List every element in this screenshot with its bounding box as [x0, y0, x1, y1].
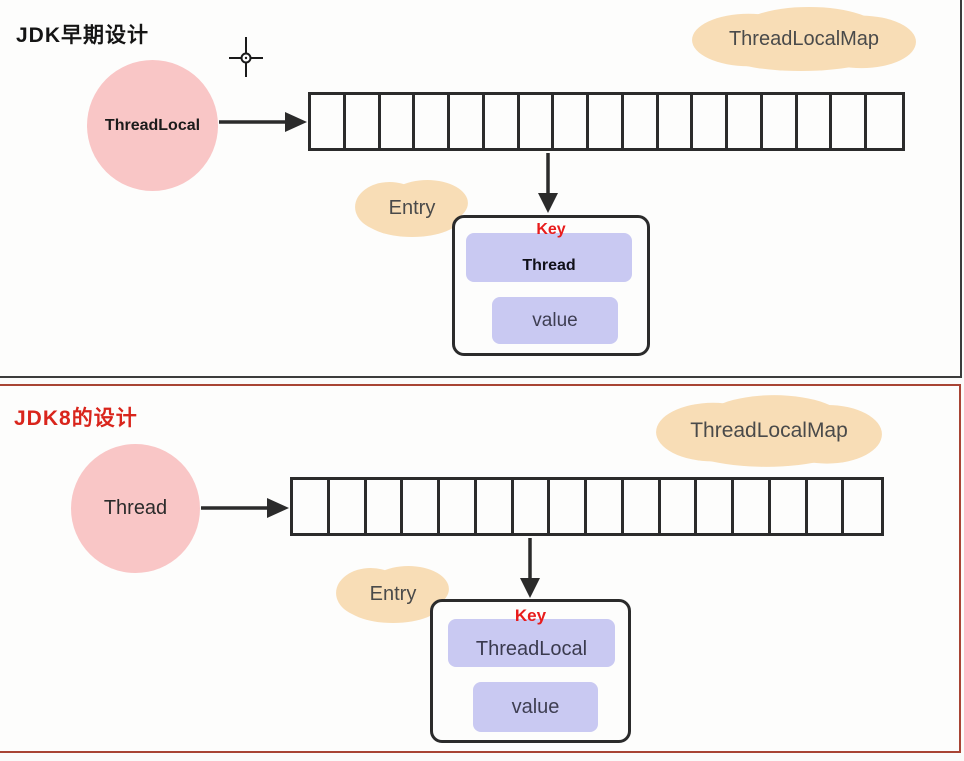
key-value-box-jdk8: ThreadLocal — [448, 619, 615, 667]
hash-array — [308, 92, 905, 151]
array-cell — [728, 95, 763, 148]
thread-circle: Thread — [71, 444, 200, 573]
value-label-jdk8: value — [511, 695, 560, 718]
threadlocal-circle-label: ThreadLocal — [104, 116, 201, 134]
array-cell — [587, 480, 624, 533]
array-cell — [367, 480, 404, 533]
entry-label: Entry — [388, 196, 436, 219]
array-cell — [661, 480, 698, 533]
array-cell — [734, 480, 771, 533]
cloud-shape — [336, 566, 449, 623]
array-cell — [520, 95, 555, 148]
crosshair-cursor-icon — [229, 37, 263, 77]
array-cell — [440, 480, 477, 533]
arrow-right-icon — [219, 112, 307, 132]
cloud-shape — [656, 395, 882, 467]
array-cell — [659, 95, 694, 148]
key-value-label-jdk8: ThreadLocal — [475, 638, 588, 660]
threadlocalmap-label-jdk8: ThreadLocalMap — [690, 419, 848, 442]
threadlocal-circle: ThreadLocal — [87, 60, 218, 191]
array-cell — [514, 480, 551, 533]
array-cell — [867, 95, 902, 148]
threadlocalmap-label: ThreadLocalMap — [728, 27, 880, 50]
array-cell — [808, 480, 845, 533]
array-cell — [697, 480, 734, 533]
key-value-box: Thread — [466, 233, 632, 282]
array-cell — [844, 480, 881, 533]
entry-label-jdk8: Entry — [369, 582, 417, 605]
array-cell — [771, 480, 808, 533]
array-cell — [832, 95, 868, 148]
thread-circle-label: Thread — [103, 497, 168, 519]
arrow-down-icon — [538, 153, 558, 213]
array-cell — [624, 480, 661, 533]
threadlocalmap-cloud: ThreadLocalMap — [688, 5, 920, 73]
arrow-right-icon-jdk8 — [201, 498, 289, 518]
array-cell — [381, 95, 416, 148]
array-cell — [293, 480, 330, 533]
array-cell — [450, 95, 485, 148]
array-cell — [330, 480, 367, 533]
array-cell — [589, 95, 624, 148]
arrow-down-icon-jdk8 — [520, 538, 540, 598]
array-cell — [624, 95, 659, 148]
panel-early-title: JDK早期设计 — [16, 24, 150, 47]
key-value-label: Thread — [522, 257, 576, 274]
array-cell — [798, 95, 833, 148]
array-cell — [485, 95, 520, 148]
cloud-shape — [355, 180, 468, 237]
array-cell — [403, 480, 440, 533]
array-cell — [311, 95, 346, 148]
panel-jdk8-title: JDK8的设计 — [14, 407, 138, 430]
key-label-jdk8: Key — [514, 606, 547, 625]
hash-array-jdk8 — [290, 477, 884, 536]
array-cell — [554, 95, 590, 148]
entry-cloud-jdk8: Entry — [332, 563, 454, 625]
cloud-shape — [692, 6, 916, 72]
array-cell — [550, 480, 587, 533]
array-cell — [477, 480, 514, 533]
array-cell — [415, 95, 451, 148]
key-label: Key — [536, 221, 566, 238]
array-cell — [763, 95, 798, 148]
entry-cloud: Entry — [351, 177, 473, 239]
array-cell — [693, 95, 729, 148]
threadlocalmap-cloud-jdk8: ThreadLocalMap — [652, 393, 886, 469]
value-box-jdk8: value — [473, 682, 598, 732]
array-cell — [346, 95, 381, 148]
value-label: value — [532, 309, 578, 331]
value-box: value — [492, 297, 618, 344]
